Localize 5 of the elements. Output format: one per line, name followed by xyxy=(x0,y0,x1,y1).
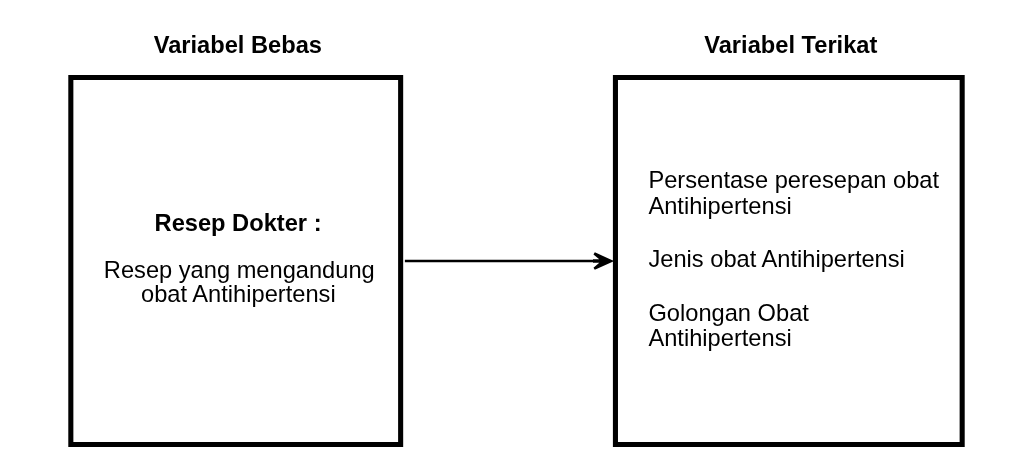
node-box: Resep Dokter : Resep yang mengandung obat Antihipertensi xyxy=(67,75,403,448)
arrow xyxy=(404,252,612,270)
node-label: Variabel Terikat xyxy=(703,32,877,59)
node-label: Variabel Bebas xyxy=(153,32,322,59)
node-box: Persentase peresepan obat Antihipertensi Jenis obat Antihipertensi Golongan Obat Antihipertensi xyxy=(612,75,965,448)
